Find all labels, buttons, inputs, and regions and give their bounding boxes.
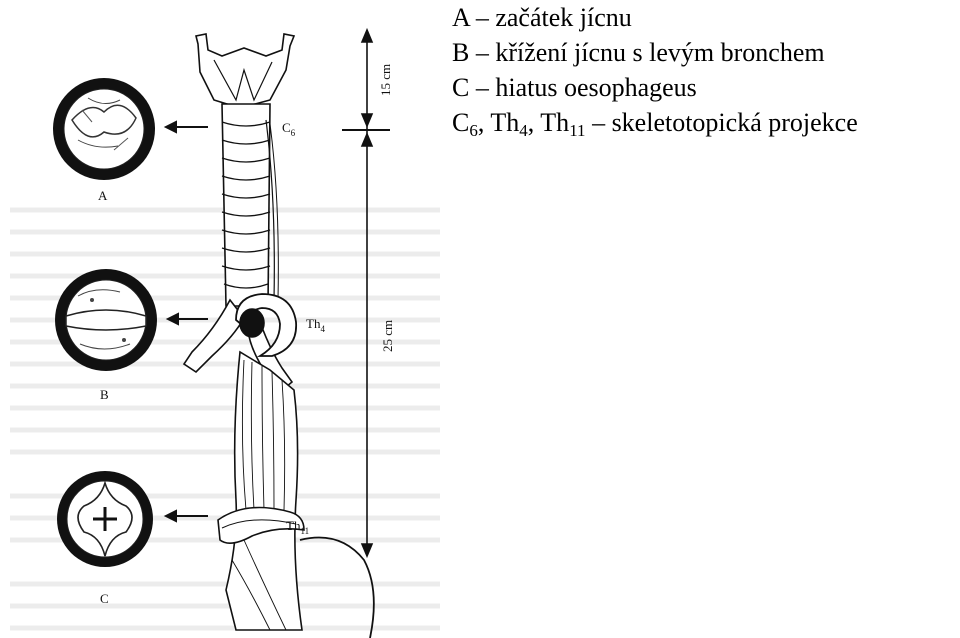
esophagus-diagram: A B C <box>0 0 450 638</box>
legend-item-a: A – začátek jícnu <box>452 0 858 35</box>
legend-th4: Th <box>490 108 519 137</box>
cross-section-a-caption: A <box>98 188 108 203</box>
measurement-line <box>342 30 390 556</box>
legend-th11-sub: 11 <box>569 121 585 140</box>
legend-c-sub: 6 <box>469 121 478 140</box>
cross-section-a <box>53 78 155 180</box>
lower-esophagus <box>226 352 302 630</box>
level-label-c6: C6 <box>282 120 296 138</box>
larynx <box>196 34 294 108</box>
legend-sep-1: , <box>478 108 491 137</box>
measurement-lower: 25 cm <box>380 320 395 352</box>
legend-th4-sub: 4 <box>519 121 528 140</box>
cross-section-b <box>55 269 157 371</box>
legend-item-levels: C6, Th4, Th11 – skeletotopická projekce <box>452 105 858 140</box>
esophagus-illustration <box>184 34 374 638</box>
cross-section-b-caption: B <box>100 387 109 402</box>
trachea <box>222 104 270 306</box>
legend-levels-desc: – skeletotopická projekce <box>586 108 858 137</box>
measurement-upper: 15 cm <box>378 64 393 96</box>
legend-sep-2: , <box>528 108 541 137</box>
left-bronchus <box>184 300 244 372</box>
legend: A – začátek jícnu B – křížení jícnu s le… <box>452 0 858 140</box>
legend-th11: Th <box>540 108 569 137</box>
cross-section-c-caption: C <box>100 591 109 606</box>
legend-item-b: B – křížení jícnu s levým bronchem <box>452 35 858 70</box>
cross-section-c <box>57 471 153 567</box>
legend-c: C <box>452 108 469 137</box>
legend-item-c: C – hiatus oesophageus <box>452 70 858 105</box>
arrow-a <box>166 122 208 132</box>
stomach <box>300 538 374 638</box>
